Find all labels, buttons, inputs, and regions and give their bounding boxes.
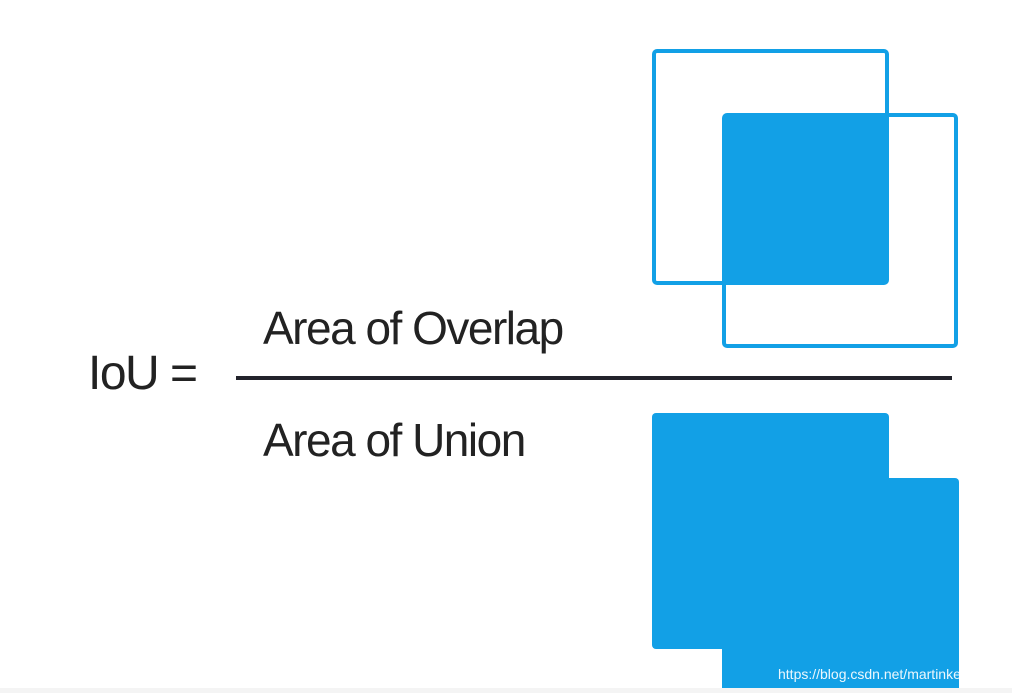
fraction-bar (236, 376, 952, 380)
box-b-outline (722, 113, 958, 348)
union-box-b (722, 478, 959, 693)
watermark-text: https://blog.csdn.net/martinkeith (778, 666, 976, 682)
overlap-illustration (652, 49, 958, 348)
box-a-outline (652, 49, 889, 285)
union-illustration (652, 413, 959, 693)
overlap-region (723, 114, 888, 284)
denominator-label: Area of Union (263, 414, 526, 466)
bottom-strip (0, 688, 1012, 693)
iou-label: IoU = (88, 347, 198, 400)
numerator-label: Area of Overlap (263, 302, 564, 354)
